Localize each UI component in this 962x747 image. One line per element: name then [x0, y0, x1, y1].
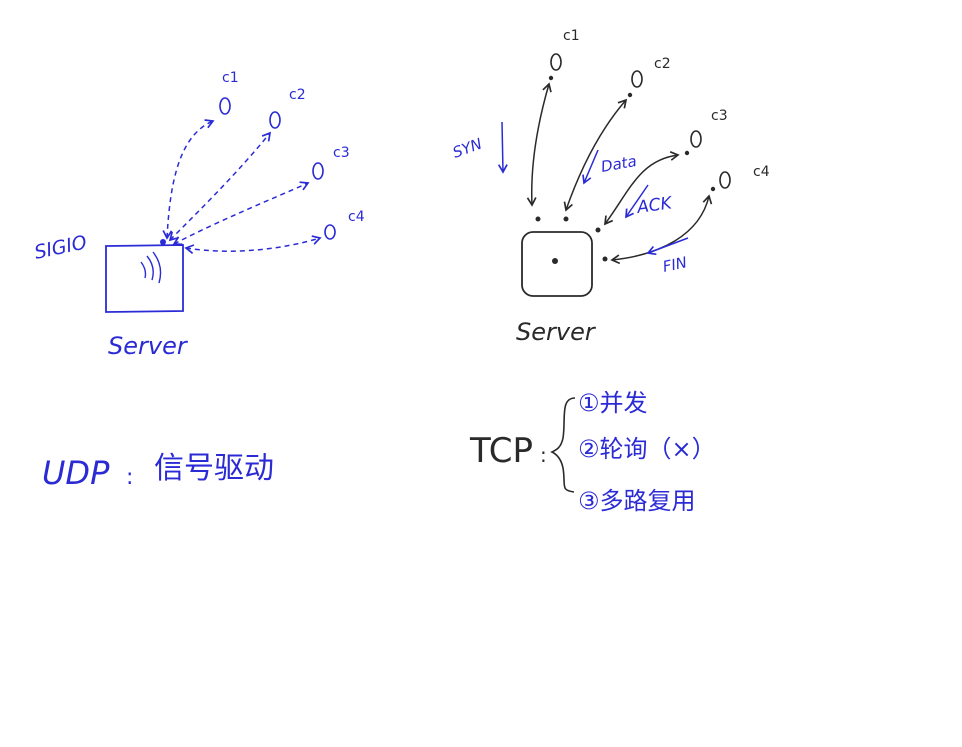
tcp-client-label: c3	[711, 108, 728, 124]
udp-client-c1: c1	[219, 70, 239, 115]
udp-caption-separator: :	[126, 465, 133, 490]
tcp-client-c1: c1	[548, 28, 580, 81]
fin-arrow-icon	[646, 237, 689, 256]
udp-server-port-dot	[160, 239, 166, 245]
udp-client-c4: c4	[324, 209, 365, 240]
tcp-caption-protocol: TCP	[469, 431, 533, 471]
tcp-server-label: Server	[516, 318, 597, 346]
fin-annotation: FIN	[646, 237, 689, 276]
syn-arrow-icon	[497, 121, 508, 174]
udp-arrow-c3	[172, 181, 310, 246]
data-arrow-icon	[582, 149, 599, 185]
udp-client-c2: c2	[269, 87, 306, 129]
tcp-option-concurrency: ①并发	[578, 389, 648, 417]
tcp-server-box	[521, 231, 593, 297]
udp-server-label: Server	[108, 332, 189, 360]
tcp-socket-dot-c4	[602, 256, 608, 262]
tcp-caption-separator: :	[540, 443, 547, 467]
curly-brace-icon	[550, 397, 576, 493]
tcp-socket-dot-c1	[535, 216, 541, 222]
udp-client-c3: c3	[312, 145, 350, 180]
fin-label: FIN	[661, 253, 688, 276]
signal-wave-icon	[140, 251, 162, 284]
ack-annotation: ACK	[625, 184, 675, 219]
udp-server-box	[105, 244, 184, 313]
data-label: Data	[600, 152, 638, 176]
udp-sigio-label: SIGIO	[32, 231, 88, 264]
syn-label: SYN	[450, 135, 484, 162]
tcp-client-c4: c4	[710, 164, 770, 192]
tcp-client-c2: c2	[627, 56, 671, 98]
udp-arrow-c4	[184, 235, 322, 254]
udp-caption-protocol: UDP	[42, 454, 110, 492]
ack-label: ACK	[635, 193, 675, 218]
udp-client-label: c2	[289, 87, 306, 103]
tcp-client-label: c2	[654, 56, 671, 72]
tcp-arrow-c4	[610, 194, 713, 265]
udp-caption-mode: 信号驱动	[154, 451, 274, 486]
udp-diagram: SIGIO Server c1 c2 c3 c4 UDP : 信号驱动	[32, 70, 364, 492]
udp-client-label: c3	[333, 145, 350, 161]
tcp-option-multiplexing: ③多路复用	[578, 487, 696, 515]
tcp-client-label: c1	[563, 28, 580, 44]
tcp-option-polling: ②轮询（×）	[578, 435, 716, 463]
udp-client-label: c4	[348, 209, 365, 225]
tcp-client-label: c4	[753, 164, 770, 180]
tcp-listen-dot	[552, 258, 558, 264]
data-annotation: Data	[582, 149, 638, 185]
tcp-diagram: Server c1 c2 c3 c4	[450, 28, 769, 515]
ack-arrow-icon	[625, 184, 649, 219]
tcp-arrow-c1	[526, 82, 552, 207]
tcp-socket-dot-c3	[595, 227, 601, 233]
syn-annotation: SYN	[450, 121, 508, 174]
tcp-arrow-c2	[563, 98, 628, 212]
tcp-client-c3: c3	[684, 108, 728, 156]
udp-client-label: c1	[222, 70, 239, 86]
tcp-socket-dot-c2	[563, 216, 569, 222]
